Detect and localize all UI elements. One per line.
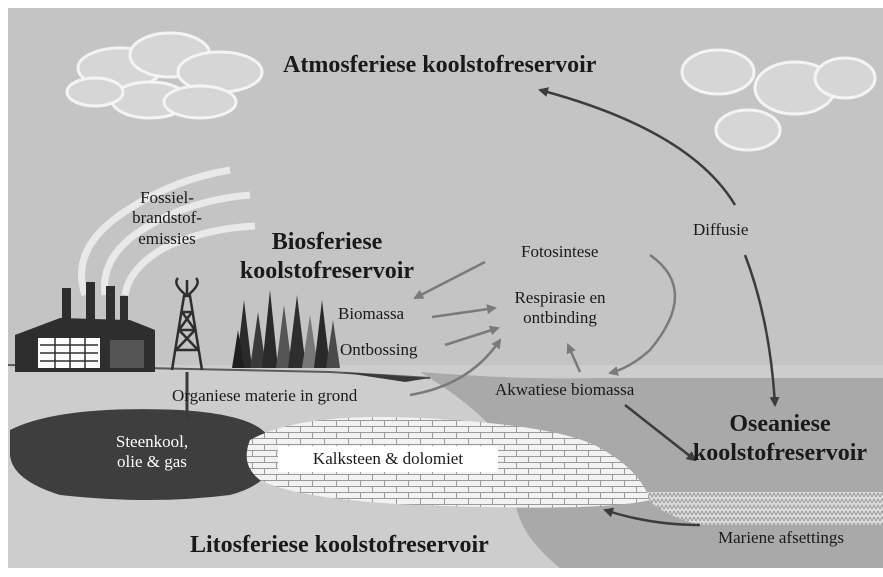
arrow-biomass-respiration (431, 304, 497, 319)
lithospheric-reservoir-label: Litosferiese koolstofreservoir (190, 532, 489, 558)
cut-logs (340, 372, 430, 382)
biospheric-reservoir-label: Biosferiese koolstofreservoir (222, 228, 432, 286)
coal-oil-gas-reservoir (10, 409, 274, 500)
arrow-diffusion-down (743, 254, 780, 407)
forest (232, 290, 340, 368)
deforestation-label: Ontbossing (340, 340, 418, 359)
arrow-deforestation-respiration (444, 325, 500, 347)
arrow-photosynthesis-biomass (413, 260, 486, 300)
oceanic-line-2: koolstofreservoir (692, 439, 868, 466)
arrow-diffusion-up (538, 87, 737, 206)
limestone-label: Kalksteen & dolomiet (312, 449, 464, 468)
respiration-line-2: ontbinding (523, 308, 597, 328)
oil-derrick (170, 277, 204, 371)
fossil-emissions-line-2: brandstof- (132, 208, 202, 228)
arrow-soil-respiration (409, 338, 502, 397)
fossil-emissions-line-3: emissies (138, 228, 196, 248)
coal-oil-gas-label: Steenkool, olie & gas (92, 432, 212, 473)
aquatic-biomass-label: Akwatiese biomassa (495, 380, 635, 399)
arrow-sediment-lithosphere (603, 507, 701, 527)
biomass-label: Biomassa (338, 304, 405, 323)
coal-line-1: Steenkool, (115, 432, 189, 451)
diffusion-label: Diffusie (693, 220, 749, 239)
oceanic-line-1: Oseaniese (729, 411, 831, 437)
coal-line-2: olie & gas (117, 452, 187, 472)
factory (15, 282, 155, 372)
limestone-label-bg (278, 446, 498, 472)
soil-organic-matter-label: Organiese materie in grond (172, 386, 358, 405)
respiration-line-1: Respirasie en (514, 288, 606, 307)
marine-sediments-label: Mariene afsettings (718, 528, 845, 547)
marine-sediment (640, 492, 883, 525)
arrow-aquatic-respiration (566, 343, 582, 373)
oceanic-reservoir-label: Oseaniese koolstofreservoir (675, 410, 883, 468)
arrow-aquatic-sediment (624, 404, 697, 462)
cloud-group-left (65, 31, 264, 120)
biospheric-line-1: Biosferiese (271, 229, 383, 255)
smoke-plumes (78, 166, 256, 297)
respiration-label: Respirasie en ontbinding (495, 288, 625, 329)
photosynthesis-label: Fotosintese (521, 242, 599, 261)
biospheric-line-2: koolstofreservoir (239, 257, 415, 284)
fossil-emissions-line-1: Fossiel- (140, 188, 194, 207)
cloud-group-right (680, 48, 877, 152)
flow-arrows (409, 87, 780, 527)
atmospheric-reservoir-label: Atmosferiese koolstofreservoir (283, 52, 597, 78)
arrow-photosynthesis-aquatic (608, 253, 677, 376)
fossil-emissions-label: Fossiel- brandstof- emissies (112, 188, 222, 249)
